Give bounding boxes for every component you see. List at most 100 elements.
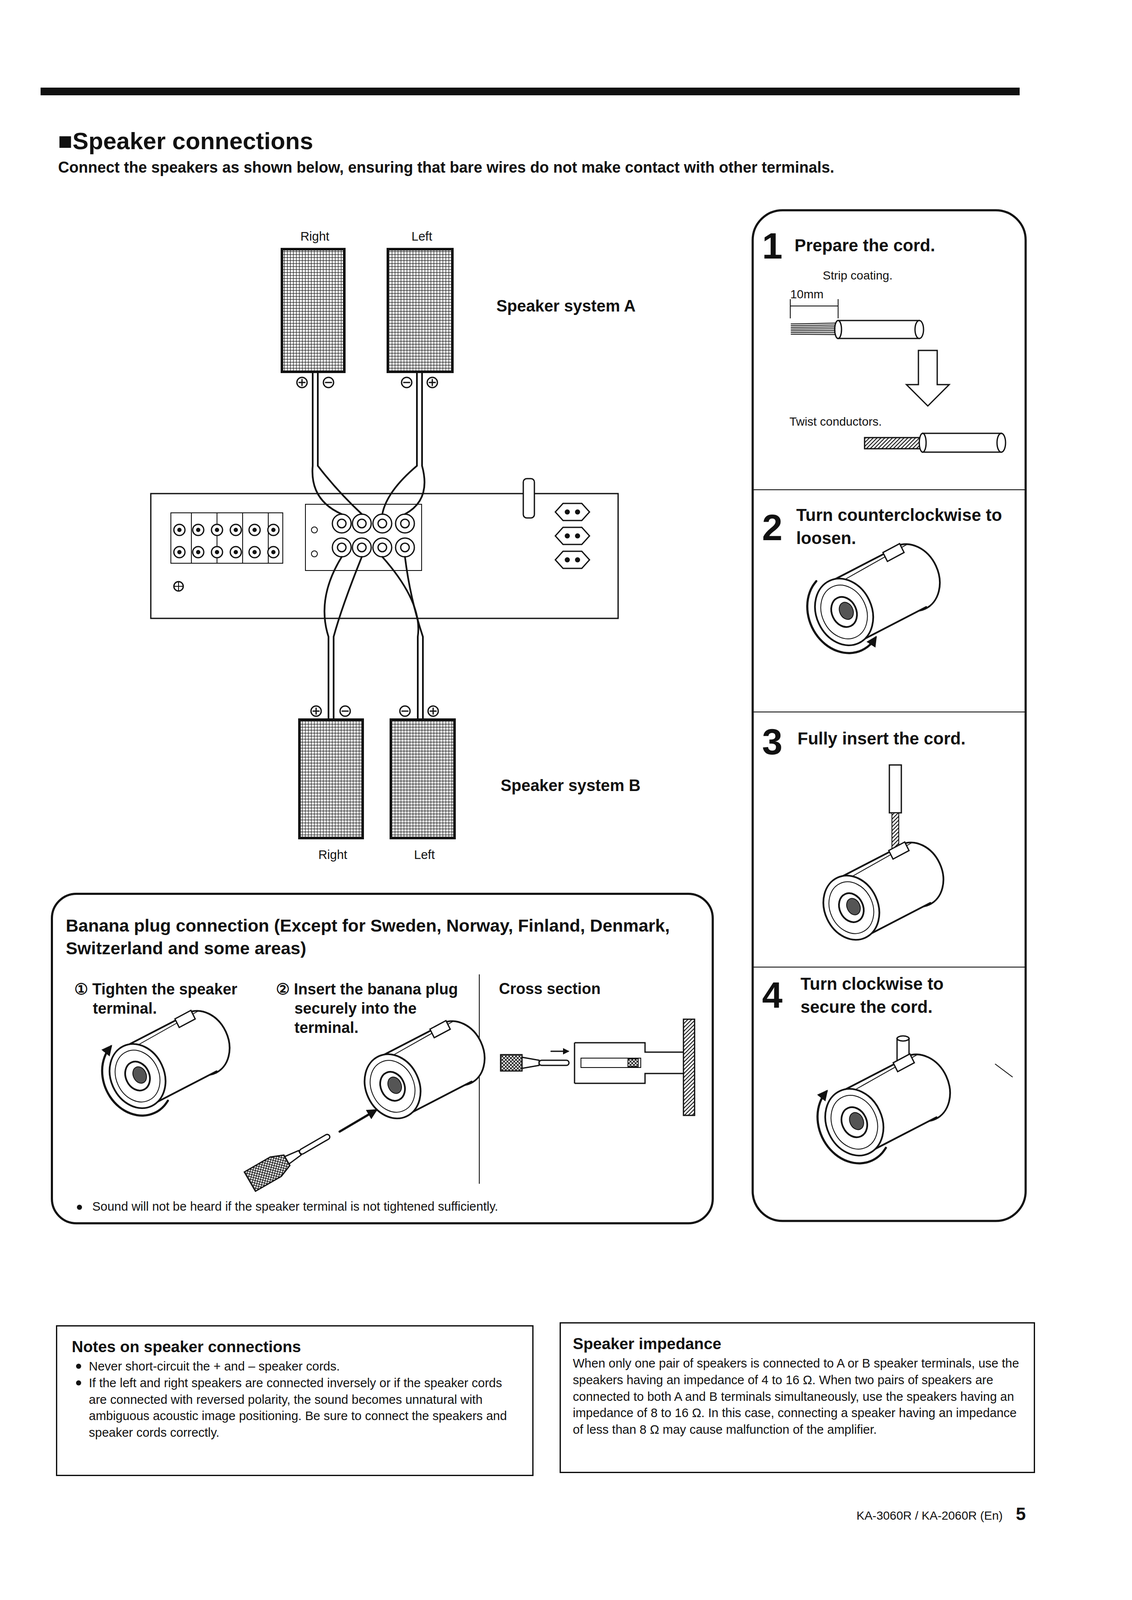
- twisted-cord: [997, 433, 1006, 452]
- amplifier-rear-panel: [177, 549, 182, 555]
- stripped-cord: [834, 320, 842, 339]
- minus-symbol: [401, 377, 412, 388]
- system-label: Speaker system B: [500, 775, 641, 796]
- drawing-note: Strip coating.: [822, 268, 893, 283]
- bullet-dot: [76, 1379, 82, 1385]
- amplifier-rear-panel: [173, 581, 184, 591]
- amplifier-rear-panel: [233, 549, 238, 555]
- plus-symbol: [315, 707, 317, 714]
- amplifier-rear-panel: [170, 512, 283, 564]
- subtitle: Connect the speakers as shown below, ens…: [58, 158, 835, 177]
- amplifier-rear-panel: [214, 549, 220, 555]
- panel-divider: [478, 973, 480, 1184]
- text-row: Speaker impedance: [572, 1334, 1022, 1353]
- amplifier-rear-panel: [150, 493, 619, 619]
- speaker-terminal-knob: [882, 543, 904, 562]
- note: Never short-circuit the + and – speaker …: [88, 1357, 520, 1375]
- step-cell: 3Fully insert the cord.: [752, 711, 1026, 967]
- amplifier-rear-panel: [192, 546, 204, 558]
- amplifier-rear-panel: [252, 549, 257, 555]
- speaker-terminal-knob: [814, 1044, 961, 1165]
- step-cell: 2Turn counterclockwise to loosen.: [752, 489, 1026, 712]
- banana-plug-panel: Banana plug connection (Except for Swede…: [50, 892, 714, 1224]
- cross-section: [500, 1018, 695, 1115]
- twisted-cord: [864, 433, 1006, 452]
- steps-panel: [752, 711, 1026, 713]
- amplifier-rear-panel: [352, 513, 372, 533]
- cross-section: [500, 1054, 523, 1071]
- model-footer: KA-3060R / KA-2060R (En): [856, 1507, 1003, 1523]
- minus-symbol: [403, 381, 410, 384]
- amplifier-rear-panel: [357, 542, 367, 552]
- amplifier-rear-panel: [357, 519, 367, 528]
- section-heading: Cross section: [498, 979, 601, 998]
- insert-arrow: [339, 1109, 376, 1132]
- amplifier-rear-panel: [173, 524, 185, 536]
- amplifier-rear-panel: [190, 512, 192, 564]
- banana-plug: [244, 1125, 335, 1191]
- amplifier-rear-panel: [332, 513, 352, 533]
- speaker-terminal-knob: [807, 580, 876, 653]
- text-row: Never short-circuit the + and – speaker …: [71, 1357, 520, 1375]
- bullet-dot: [76, 1204, 83, 1210]
- speaker-terminal-knob: [813, 832, 954, 949]
- amplifier-rear-panel: [523, 478, 535, 518]
- plus-symbol: [427, 377, 438, 388]
- plus-symbol: [428, 705, 439, 716]
- speaker-terminal-knob: [846, 1109, 867, 1132]
- speaker-wire: [317, 372, 362, 514]
- amplifier-rear-panel: [173, 546, 185, 558]
- speaker-wire: [382, 372, 417, 514]
- speaker-terminal-knob: [836, 599, 857, 622]
- speaker-terminal-knob: [804, 534, 951, 655]
- step-number: 2: [762, 508, 783, 546]
- speaker-terminal-knob: [430, 1020, 451, 1038]
- hollow-arrow: [906, 350, 950, 406]
- speaker-terminal-knob: [375, 1067, 410, 1105]
- amplifier-rear-panel: [173, 581, 184, 591]
- amplifier-rear-panel: [574, 509, 581, 515]
- speaker-terminal-knob: [99, 1001, 241, 1118]
- leader-line: [995, 1063, 1013, 1077]
- speaker-grille: [281, 248, 345, 373]
- speaker-terminal-knob: [826, 592, 863, 631]
- amplifier-rear-panel: [233, 527, 238, 532]
- speaker-grille: [390, 718, 455, 839]
- amplifier-rear-panel: [177, 527, 182, 532]
- minus-symbol: [401, 710, 408, 712]
- amplifier-rear-panel: [267, 546, 279, 558]
- minus-symbol: [342, 710, 349, 712]
- cross-section: [580, 1057, 641, 1068]
- speaker-box: Left: [387, 248, 453, 373]
- twisted-cord: [919, 433, 927, 452]
- minus-symbol: [323, 377, 334, 388]
- amplifier-rear-panel: [332, 537, 352, 557]
- amplifier-rear-panel: [555, 551, 590, 569]
- cord-secured: [897, 1035, 910, 1041]
- dimension: 10mm: [790, 287, 824, 302]
- amplifier-rear-panel: [150, 478, 619, 619]
- stripped-cord: [791, 325, 836, 326]
- amplifier-rear-panel: [372, 537, 392, 557]
- minus-symbol: [399, 705, 411, 716]
- box-heading: Speaker impedance: [572, 1334, 1022, 1353]
- speaker-terminal-knob: [385, 1074, 405, 1096]
- minus-symbol: [340, 705, 351, 716]
- plus-symbol: [296, 377, 308, 388]
- notes-box: Notes on speaker connectionsNever short-…: [55, 1324, 534, 1476]
- steps-panel: [752, 966, 1026, 968]
- speaker-terminal-knob: [175, 1009, 196, 1027]
- amplifier-rear-panel: [311, 550, 318, 557]
- cross-section: [539, 1059, 569, 1065]
- stripped-cord: [791, 330, 836, 332]
- speaker-terminal-knob: [361, 1052, 423, 1120]
- twisted-cord: [922, 433, 1002, 452]
- speaker-wire: [333, 556, 362, 719]
- plus-symbol: [427, 377, 438, 388]
- amplifier-rear-panel: [395, 537, 415, 557]
- system-label: Speaker system A: [496, 296, 636, 317]
- amplifier-rear-panel: [214, 527, 220, 532]
- amplifier-rear-panel: [196, 549, 201, 555]
- speaker-wire: [312, 372, 342, 514]
- banana-plug: [298, 1132, 331, 1155]
